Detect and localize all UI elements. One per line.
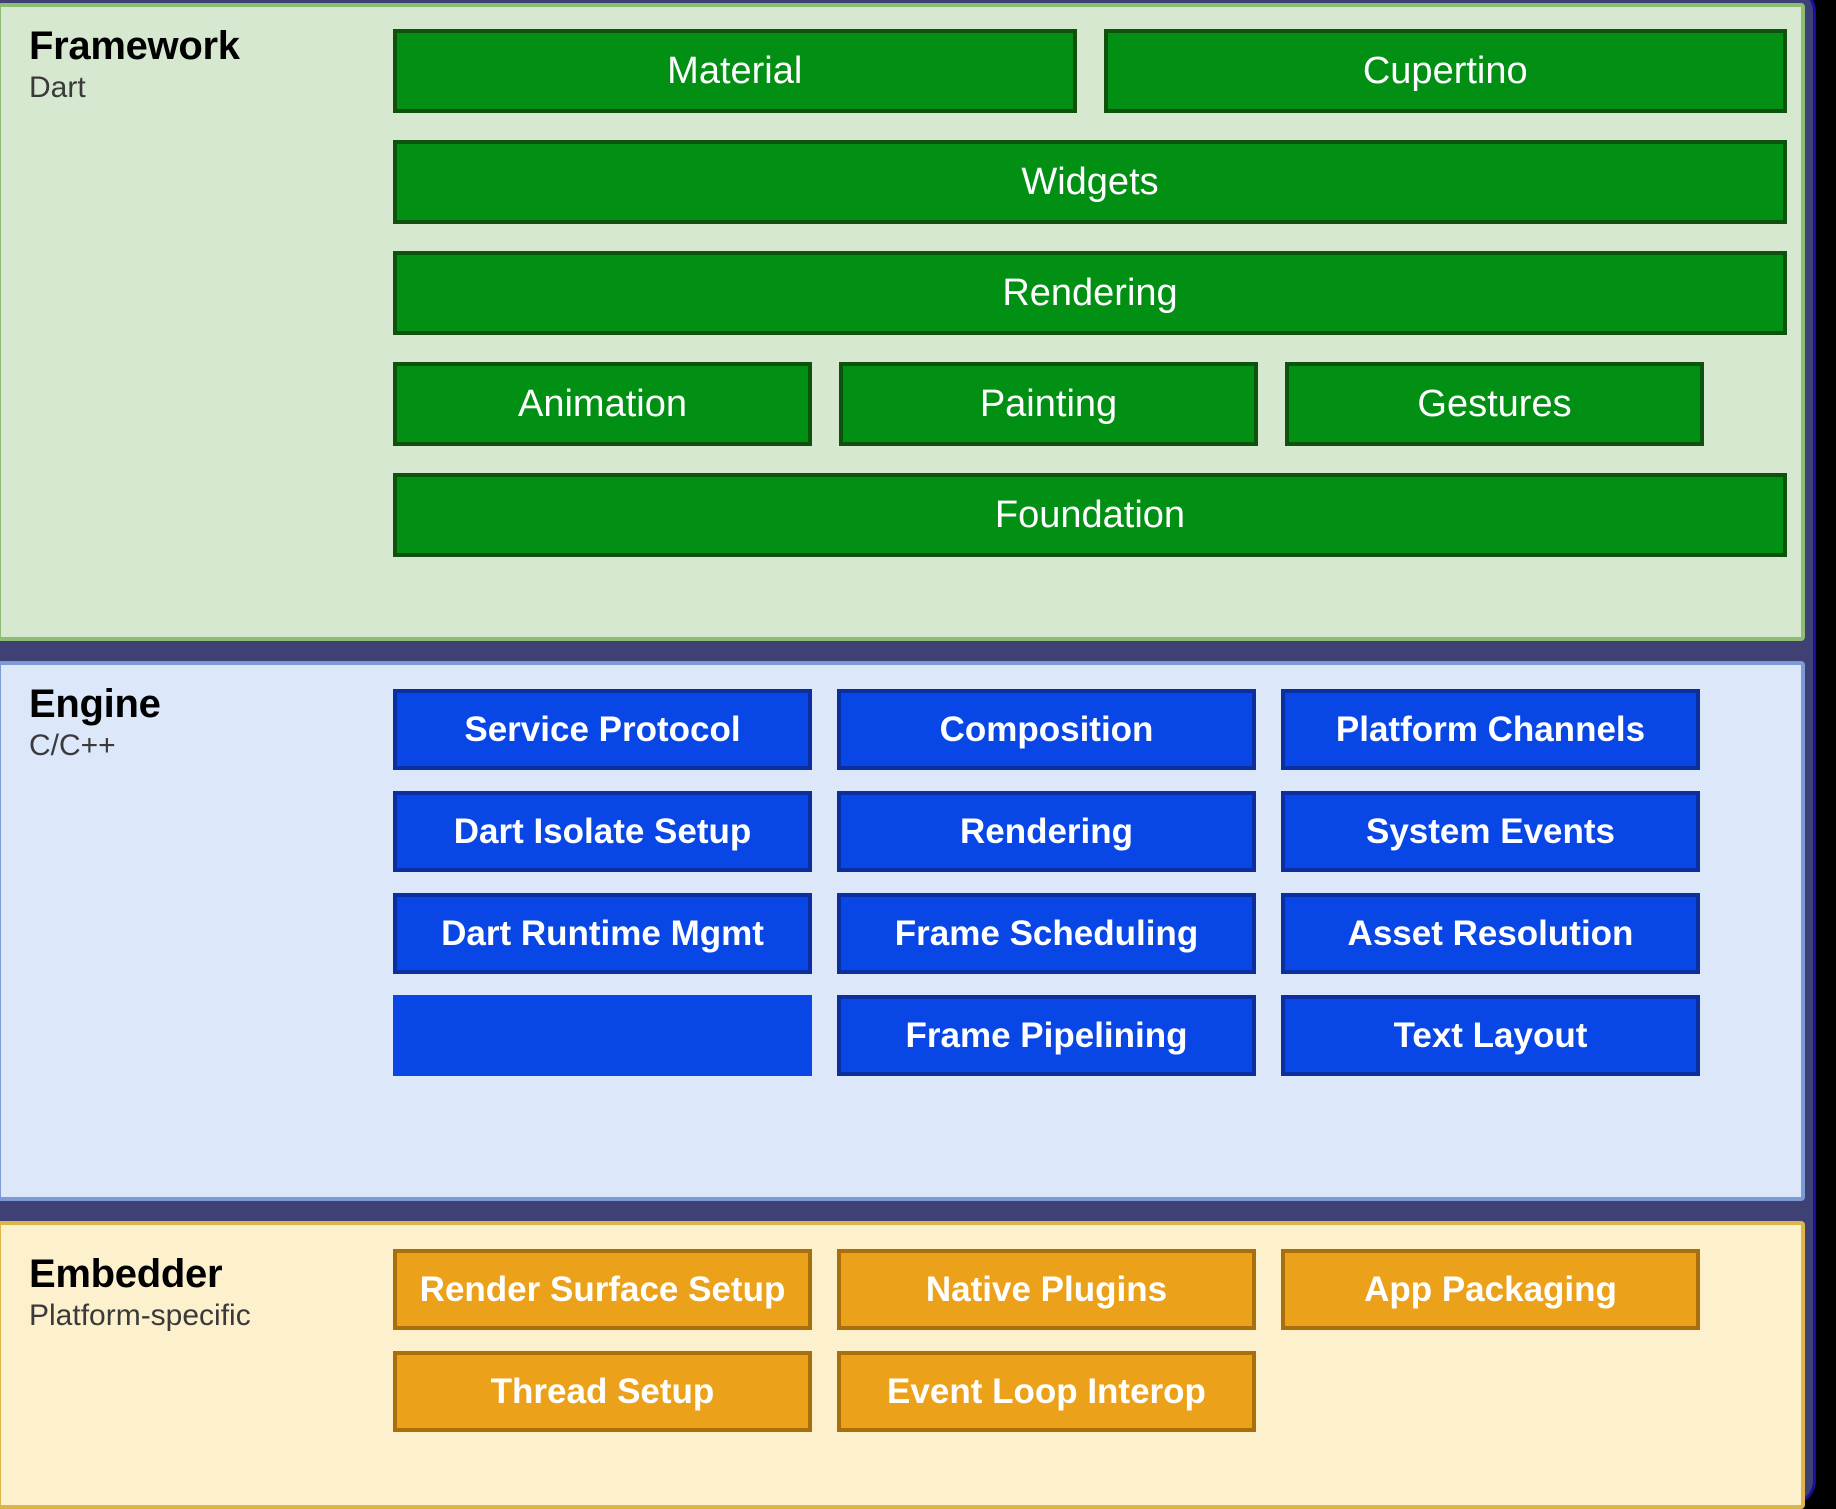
module-dart-runtime-mgmt[interactable]: Dart Runtime Mgmt	[393, 893, 812, 974]
layer-embedder-title: Embedder	[29, 1252, 223, 1296]
module-app-packaging[interactable]: App Packaging	[1281, 1249, 1700, 1330]
module-event-loop-interop[interactable]: Event Loop Interop	[837, 1351, 1256, 1432]
layer-engine-body: Service Protocol Composition Platform Ch…	[393, 665, 1801, 1115]
engine-row-3: Dart Runtime Mgmt Frame Scheduling Asset…	[393, 893, 1787, 974]
module-material[interactable]: Material	[393, 29, 1077, 113]
module-painting[interactable]: Painting	[839, 362, 1258, 446]
layer-embedder-header: Embedder Platform-specific	[1, 1225, 393, 1334]
framework-row-3: Rendering	[393, 251, 1787, 335]
engine-row-4-spacer	[393, 995, 812, 1076]
framework-row-4: Animation Painting Gestures	[393, 362, 1787, 446]
engine-row-1: Service Protocol Composition Platform Ch…	[393, 689, 1787, 770]
layer-engine-title: Engine	[29, 682, 161, 726]
layer-embedder-subtitle: Platform-specific	[29, 1299, 251, 1333]
module-widgets[interactable]: Widgets	[393, 140, 1787, 224]
layer-framework-title: Framework	[29, 24, 240, 68]
embedder-row-1: Render Surface Setup Native Plugins App …	[393, 1249, 1787, 1330]
module-thread-setup[interactable]: Thread Setup	[393, 1351, 812, 1432]
module-foundation[interactable]: Foundation	[393, 473, 1787, 557]
layer-embedder: Embedder Platform-specific Render Surfac…	[0, 1221, 1805, 1509]
embedder-row-2: Thread Setup Event Loop Interop	[393, 1351, 1787, 1432]
module-render-surface-setup[interactable]: Render Surface Setup	[393, 1249, 812, 1330]
module-asset-resolution[interactable]: Asset Resolution	[1281, 893, 1700, 974]
module-composition[interactable]: Composition	[837, 689, 1256, 770]
layer-engine-header: Engine C/C++	[1, 665, 393, 764]
layer-framework: Framework Dart Material Cupertino Widget…	[0, 3, 1805, 641]
layer-engine: Engine C/C++ Service Protocol Compositio…	[0, 661, 1805, 1201]
module-rendering-framework[interactable]: Rendering	[393, 251, 1787, 335]
module-frame-pipelining[interactable]: Frame Pipelining	[837, 995, 1256, 1076]
module-system-events[interactable]: System Events	[1281, 791, 1700, 872]
module-rendering-engine[interactable]: Rendering	[837, 791, 1256, 872]
framework-row-5: Foundation	[393, 473, 1787, 557]
module-text-layout[interactable]: Text Layout	[1281, 995, 1700, 1076]
module-gestures[interactable]: Gestures	[1285, 362, 1704, 446]
layer-framework-header: Framework Dart	[1, 7, 393, 106]
module-native-plugins[interactable]: Native Plugins	[837, 1249, 1256, 1330]
layer-engine-subtitle: C/C++	[29, 729, 116, 763]
module-frame-scheduling[interactable]: Frame Scheduling	[837, 893, 1256, 974]
module-dart-isolate-setup[interactable]: Dart Isolate Setup	[393, 791, 812, 872]
layer-framework-body: Material Cupertino Widgets Rendering Ani…	[393, 7, 1801, 575]
engine-row-2: Dart Isolate Setup Rendering System Even…	[393, 791, 1787, 872]
layer-framework-subtitle: Dart	[29, 71, 86, 105]
engine-row-4: Frame Pipelining Text Layout	[393, 995, 1787, 1076]
architecture-stack: Framework Dart Material Cupertino Widget…	[0, 3, 1805, 1509]
module-platform-channels[interactable]: Platform Channels	[1281, 689, 1700, 770]
module-animation[interactable]: Animation	[393, 362, 812, 446]
framework-row-2: Widgets	[393, 140, 1787, 224]
module-service-protocol[interactable]: Service Protocol	[393, 689, 812, 770]
layer-embedder-body: Render Surface Setup Native Plugins App …	[393, 1225, 1801, 1471]
framework-row-1: Material Cupertino	[393, 29, 1787, 113]
module-cupertino[interactable]: Cupertino	[1103, 29, 1787, 113]
